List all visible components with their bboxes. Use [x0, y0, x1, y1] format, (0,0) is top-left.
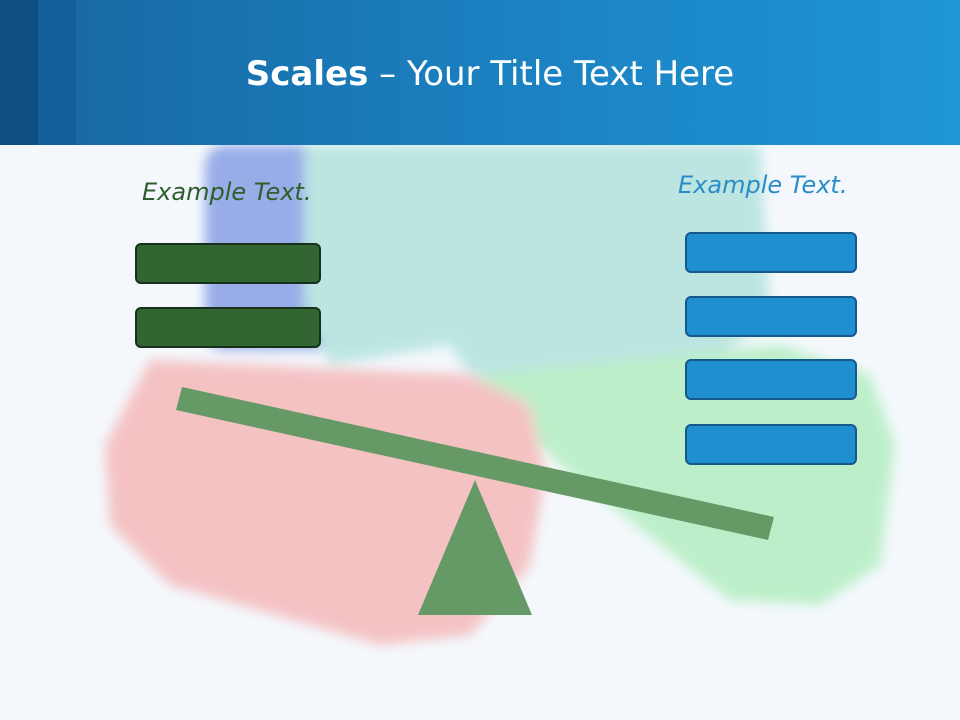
- right-text-box: [685, 359, 857, 400]
- left-text-box: [135, 307, 321, 348]
- scale-beam: [176, 387, 774, 540]
- right-text-box: [685, 296, 857, 337]
- left-caption: Example Text.: [142, 178, 312, 206]
- header-stripe: [0, 0, 38, 145]
- green-chalk: [480, 345, 895, 605]
- right-caption: Example Text.: [678, 171, 848, 199]
- right-text-box: [685, 424, 857, 465]
- teal-chalk: [305, 145, 770, 375]
- title-rest: – Your Title Text Here: [368, 54, 735, 94]
- title-bar: Scales – Your Title Text Here: [0, 0, 960, 145]
- left-text-box: [135, 243, 321, 284]
- red-chalk: [105, 360, 545, 645]
- slide-title: Scales – Your Title Text Here: [0, 52, 960, 96]
- right-text-box: [685, 232, 857, 273]
- scale-fulcrum: [418, 480, 532, 615]
- header-stripe: [38, 0, 76, 145]
- chalk-background-image: [105, 145, 895, 645]
- title-bold: Scales: [245, 54, 369, 94]
